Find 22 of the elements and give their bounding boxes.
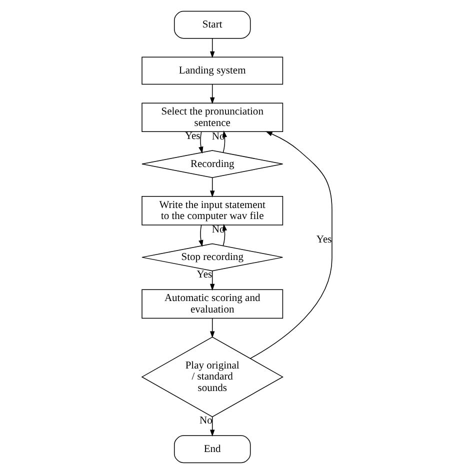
node-box: Start	[174, 10, 251, 39]
arrow	[210, 270, 215, 291]
arrow	[198, 131, 204, 154]
node-box: Landing system	[142, 56, 284, 85]
arrow	[250, 131, 332, 359]
edge-label: Yes	[184, 130, 200, 142]
node-box: Select the pronunciation sentence	[142, 102, 284, 132]
arrow	[210, 38, 215, 58]
node-diamond: Recording	[142, 150, 284, 178]
arrow	[198, 224, 204, 247]
edge-label: Yes	[196, 269, 212, 280]
arrow	[210, 84, 215, 104]
edge-label: Yes	[316, 234, 332, 246]
node-diamond: Stop recording	[142, 243, 284, 272]
node-box: Automatic scoring and evaluation	[142, 289, 284, 319]
arrow	[210, 416, 215, 436]
node-diamond: Play original / standard sounds	[141, 336, 284, 418]
arrow	[210, 177, 215, 198]
arrow	[210, 318, 215, 338]
edge-label: No	[200, 415, 212, 426]
node-box: Write the input statement to the computer wav file	[142, 196, 284, 226]
node-box: End	[174, 435, 251, 464]
